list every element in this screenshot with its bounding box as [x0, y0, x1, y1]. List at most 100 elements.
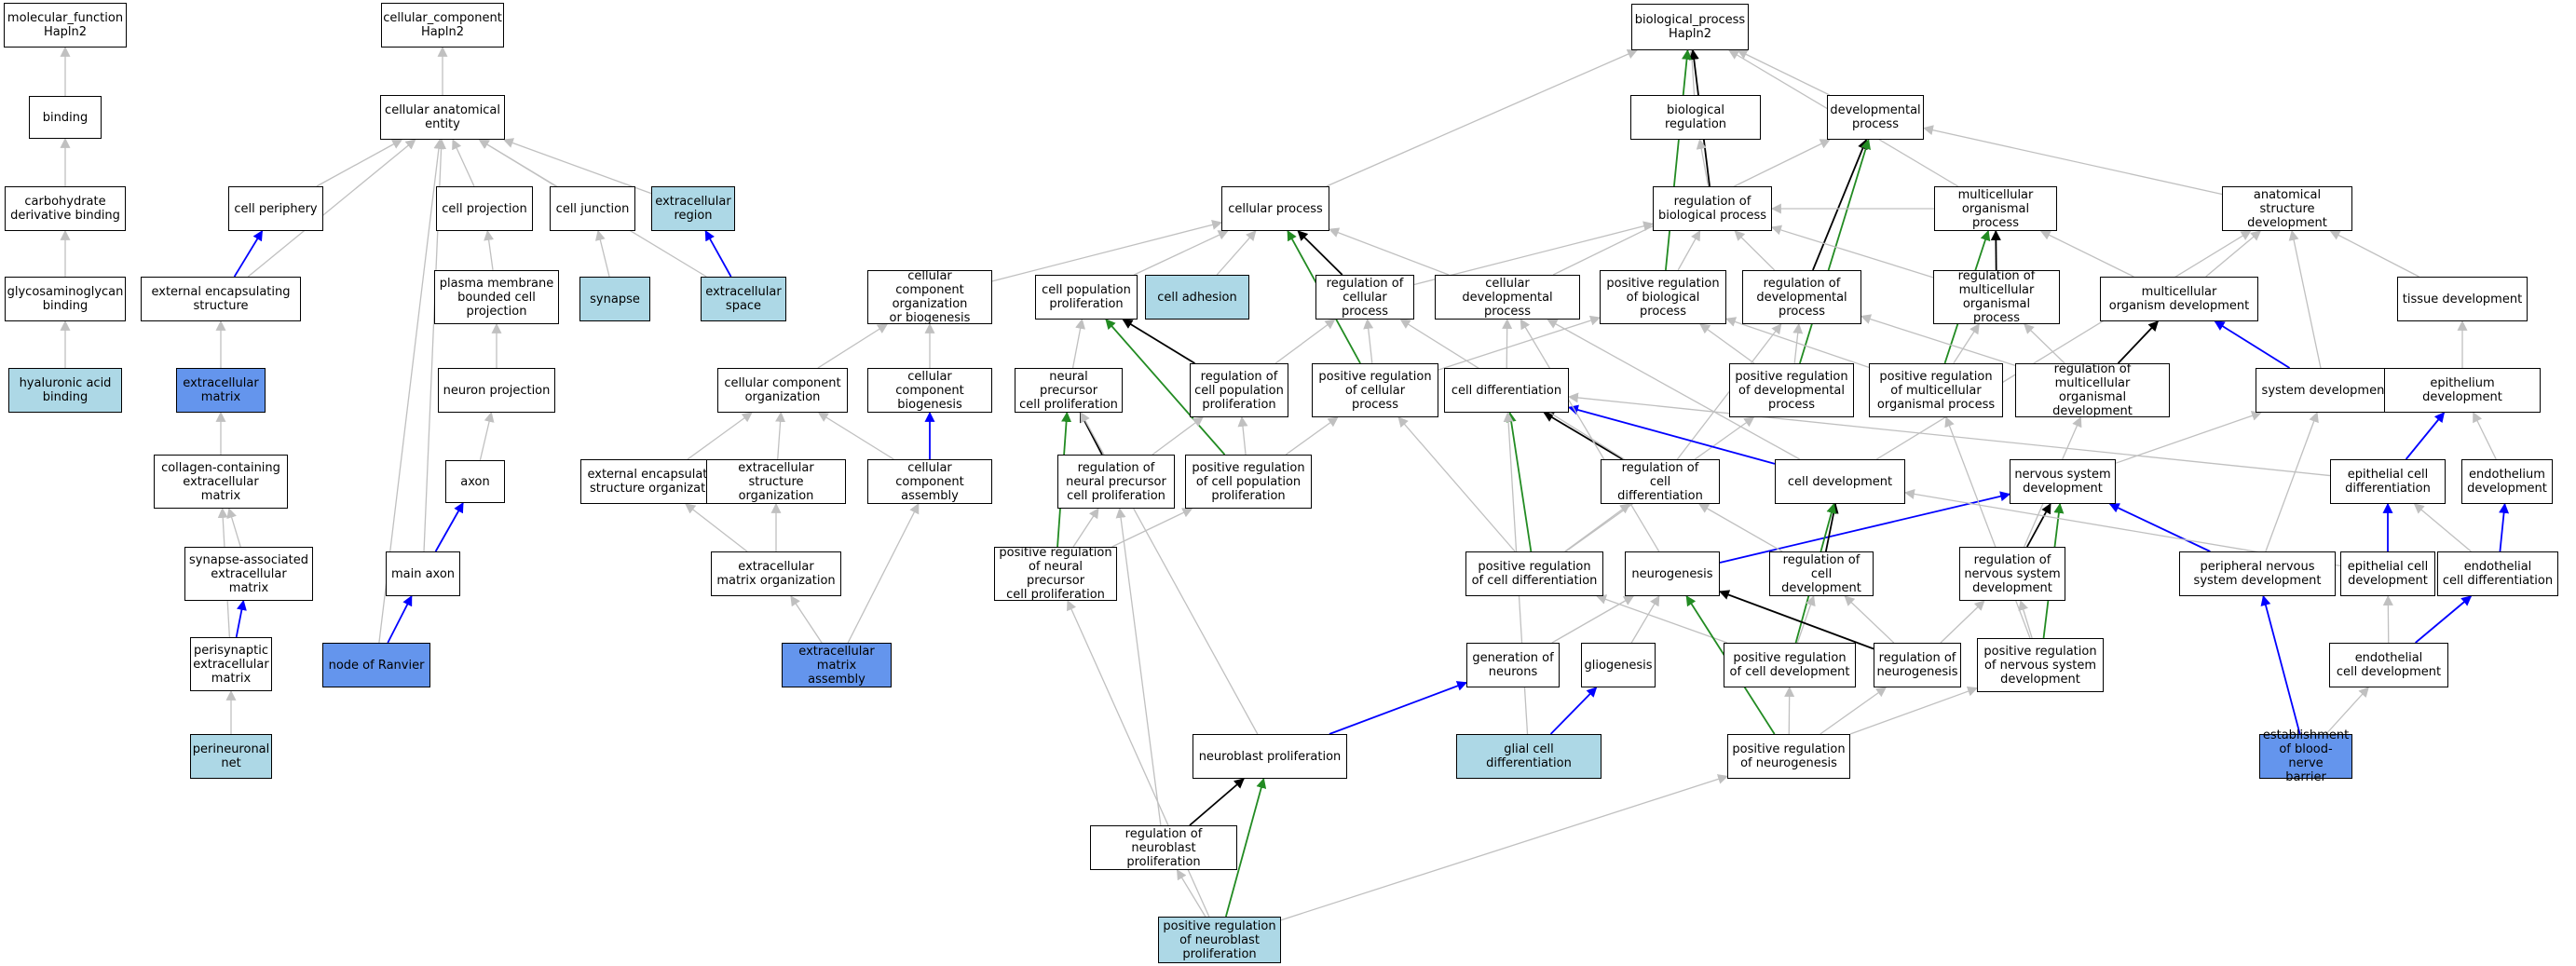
- edge-sysdev-to-asd: [2288, 229, 2322, 369]
- edge-posnsd-to-posmop: [1944, 415, 2031, 639]
- edge-pnsd-to-sysdev: [2265, 411, 2319, 552]
- edge-cadh-to-cellproc: [1216, 230, 1257, 276]
- node-synapse: synapse: [579, 277, 650, 321]
- node-asd: anatomical structure development: [2222, 186, 2352, 231]
- node-exreg: extracellular region: [651, 186, 735, 231]
- node-ccbio: cellular component biogenesis: [867, 368, 992, 413]
- node-synecm: synapse-associated extracellular matrix: [184, 547, 313, 601]
- edge-npcp-to-cpp: [1071, 318, 1085, 369]
- node-cpp: cell population proliferation: [1035, 275, 1138, 320]
- edge-regmop-to-regbp: [1770, 224, 1934, 279]
- edge-posmop-to-regmop: [1953, 323, 1980, 364]
- edge-cperiph-to-cae: [316, 139, 403, 187]
- node-posnbp: positive regulation of neuroblast prolif…: [1158, 917, 1281, 963]
- edge-exreg-to-cae: [502, 138, 652, 195]
- node-gcd: glial cell differentiation: [1456, 734, 1601, 779]
- edge-regcdev-to-regcd: [1697, 503, 1783, 552]
- node-cc: cellular_component Hapln2: [381, 3, 504, 48]
- node-cjunc: cell junction: [550, 186, 635, 231]
- node-posbp: positive regulation of biological proces…: [1600, 270, 1726, 324]
- edge-mainaxon-to-axon: [434, 502, 464, 552]
- edge-regcp-to-cellproc: [1297, 230, 1343, 276]
- edge-poscpp-to-poscp: [1285, 416, 1339, 456]
- node-regmod: regulation of multicellular organismal d…: [2015, 362, 2170, 418]
- node-ccorg: cellular component organization: [717, 368, 848, 413]
- edge-regnbp-to-regnpcp: [1115, 507, 1162, 826]
- edge-poscp-to-posbp: [1438, 315, 1601, 371]
- edge-regneurog-to-regcdev: [1844, 595, 1895, 644]
- node-cperiph: cell periphery: [228, 186, 323, 231]
- edge-ccorg-to-ccob: [817, 323, 889, 369]
- edge-ebnb-to-pnsd: [2260, 594, 2301, 735]
- edge-posnpcp-to-regnpcp: [1072, 508, 1099, 548]
- edge-cpp-to-cellproc: [1134, 230, 1229, 276]
- node-epidev: epithelium development: [2384, 368, 2541, 413]
- edge-endodev-to-epidev: [2473, 412, 2497, 460]
- node-carb: carbohydrate derivative binding: [5, 186, 126, 231]
- edge-posdev-to-posbp: [1699, 323, 1755, 364]
- node-bioreg: biological regulation: [1630, 95, 1761, 140]
- node-pnn: perineuronal net: [190, 734, 272, 779]
- node-posdev: positive regulation of developmental pro…: [1729, 363, 1854, 417]
- edge-celldev-to-celldiff: [1567, 404, 1776, 465]
- edge-regcpp-to-regcp: [1274, 319, 1336, 364]
- edge-posnbp-to-regnbp: [1176, 869, 1206, 918]
- edge-regnsd-to-nsd: [2026, 503, 2051, 548]
- edge-posneurog-to-regneurog: [1820, 687, 1888, 735]
- node-celldev: cell development: [1775, 459, 1905, 504]
- edge-genneu-to-neurogenesis: [1551, 595, 1635, 644]
- node-poscp: positive regulation of cellular process: [1312, 363, 1438, 417]
- node-ecdiff: epithelial cell differentiation: [2330, 459, 2446, 504]
- edge-ecdiff-to-epidev: [2405, 412, 2446, 460]
- node-regmop: regulation of multicellular organismal p…: [1933, 269, 2060, 325]
- edge-regcd-to-celldiff: [1543, 412, 1624, 460]
- node-posnpcp: positive regulation of neural precursor …: [994, 546, 1117, 602]
- node-regdev: regulation of developmental process: [1742, 270, 1861, 324]
- edge-cdp-to-cellproc: [1328, 227, 1450, 276]
- edge-ebnb-to-endocdev: [2325, 687, 2369, 735]
- edge-poscp-to-regcp: [1363, 318, 1374, 364]
- edge-regcp-to-regbp: [1413, 221, 1655, 286]
- edge-regdev-to-regbp: [1734, 230, 1776, 271]
- node-gliogenesis: gliogenesis: [1581, 643, 1656, 687]
- node-cca: cellular component assembly: [867, 459, 992, 504]
- edge-asd-to-devproc: [1922, 125, 2223, 196]
- node-celldiff: cell differentiation: [1444, 368, 1569, 413]
- node-poscdev: positive regulation of cell development: [1724, 643, 1856, 687]
- node-pnsd: peripheral nervous system development: [2179, 551, 2336, 596]
- edge-pmbcp-to-cproj: [484, 229, 495, 271]
- node-genneu: generation of neurons: [1466, 643, 1560, 687]
- edge-eestruct-to-cperiph: [233, 230, 264, 278]
- edge-sysdev-to-mod: [2214, 320, 2291, 369]
- edge-exspace-to-exreg: [704, 230, 732, 278]
- node-regbp: regulation of biological process: [1653, 186, 1772, 231]
- edge-regmod-to-regdev: [1860, 314, 2016, 367]
- edge-synecm-to-collecm: [226, 507, 241, 548]
- edge-poscd-to-poscp: [1397, 416, 1516, 552]
- node-cdp: cellular developmental process: [1435, 275, 1580, 320]
- edge-tisdev-to-asd: [2329, 230, 2419, 278]
- edge-axon-to-nproj: [479, 411, 495, 461]
- edge-posdev-to-regdev: [1792, 322, 1804, 364]
- edge-regneurog-to-regnsd: [1940, 600, 1985, 644]
- edge-cellproc-to-bp: [1326, 48, 1638, 187]
- edge-pecm-to-synecm: [235, 599, 247, 638]
- node-bp: biological_process Hapln2: [1631, 4, 1749, 50]
- edge-celldev-to-cdp: [1547, 319, 1801, 460]
- node-regcpp: regulation of cell population proliferat…: [1190, 363, 1288, 417]
- edge-emo-to-eeso: [685, 503, 748, 552]
- node-endocdiff: endothelial cell differentiation: [2437, 551, 2558, 596]
- edge-endocdiff-to-endodev: [2499, 502, 2510, 552]
- node-regnpcp: regulation of neural precursor cell prol…: [1057, 455, 1175, 509]
- edge-posbp-to-regbp: [1677, 230, 1701, 271]
- node-regneurog: regulation of neurogenesis: [1874, 643, 1961, 687]
- node-regcd: regulation of cell differentiation: [1601, 459, 1720, 504]
- node-ecdev: epithelial cell development: [2340, 551, 2435, 596]
- node-collecm: collagen-containing extracellular matrix: [154, 455, 288, 509]
- node-exspace: extracellular space: [701, 277, 786, 321]
- edge-cproj-to-cae: [452, 139, 475, 187]
- node-emo: extracellular matrix organization: [711, 551, 841, 596]
- node-endodev: endothelium development: [2461, 459, 2553, 504]
- edge-endocdev-to-endocdiff: [2415, 595, 2473, 644]
- edge-regneurog-to-neurogenesis: [1718, 590, 1874, 650]
